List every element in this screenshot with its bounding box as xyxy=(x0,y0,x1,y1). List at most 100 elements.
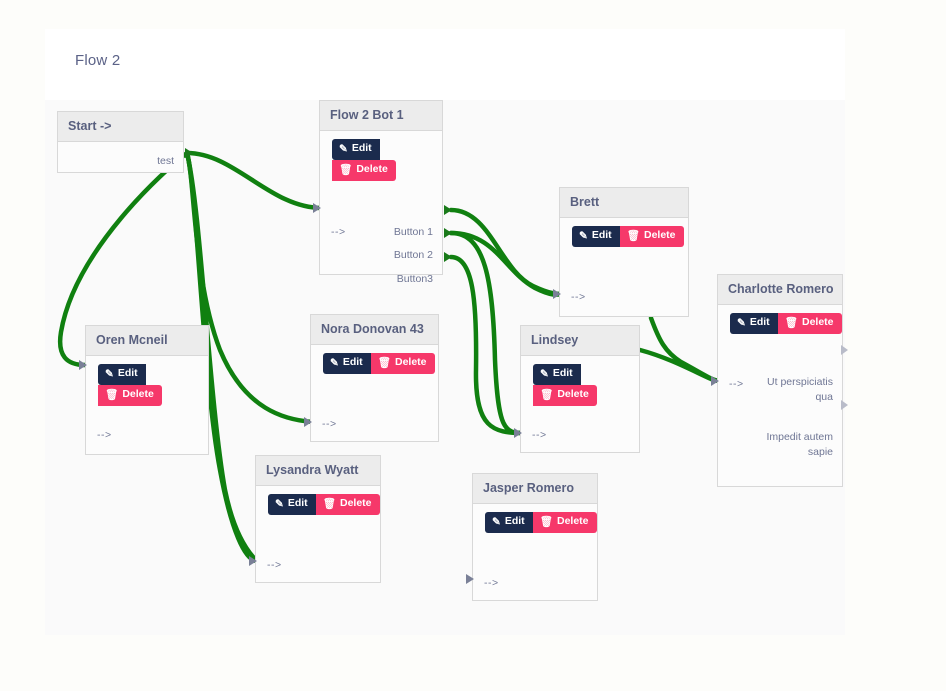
output-port-button-1[interactable]: Button 1 xyxy=(393,226,433,238)
node-body: ✎Edit 🗑 Delete --> xyxy=(560,218,688,322)
flow-canvas[interactable]: Start -> test Flow 2 Bot 1 ✎Edit🗑Delete … xyxy=(45,100,848,635)
edge-button3-to-lindsey xyxy=(448,254,526,436)
node-lindsey[interactable]: Lindsey ✎Edit🗑Delete --> xyxy=(520,325,640,453)
output-port-ut-perspiciatis[interactable]: Ut perspiciatis qua xyxy=(767,376,833,403)
input-port[interactable]: --> xyxy=(571,291,586,303)
node-body: ✎Edit🗑Delete --> xyxy=(256,486,380,588)
node-action-bar: ✎Edit🗑Delete xyxy=(256,494,380,515)
delete-button[interactable]: 🗑Delete xyxy=(533,385,597,406)
input-port[interactable]: --> xyxy=(322,418,337,430)
output-connector-button-1[interactable] xyxy=(444,205,452,215)
delete-button[interactable]: 🗑Delete xyxy=(370,353,435,374)
node-action-bar: ✎Edit🗑Delete xyxy=(473,512,597,533)
delete-button-label: Delete xyxy=(557,388,589,400)
edit-button[interactable]: ✎Edit xyxy=(572,226,620,247)
node-action-bar: ✎Edit🗑Delete xyxy=(311,353,438,374)
input-connector-brett[interactable] xyxy=(553,289,561,299)
trash-icon: 🗑 xyxy=(339,164,353,176)
pencil-square-icon: ✎ xyxy=(737,317,746,329)
edit-button[interactable]: ✎Edit xyxy=(98,364,146,385)
delete-button[interactable]: 🗑Delete xyxy=(98,385,162,406)
trash-icon: 🗑 xyxy=(539,516,553,528)
input-port[interactable]: --> xyxy=(484,577,499,589)
output-port-test[interactable]: test xyxy=(157,155,174,167)
pencil-square-icon: ✎ xyxy=(540,368,549,380)
edge-lindsey-to-charlotte xyxy=(637,347,723,384)
edit-button-label: Edit xyxy=(552,367,573,379)
edit-button[interactable]: ✎Edit xyxy=(332,139,380,160)
trash-icon: 🗑 xyxy=(626,230,640,242)
pencil-square-icon: ✎ xyxy=(339,143,348,155)
node-oren-mcneil[interactable]: Oren Mcneil ✎Edit🗑Delete --> xyxy=(85,325,209,455)
delete-button-label: Delete xyxy=(356,163,388,175)
node-title: Flow 2 Bot 1 xyxy=(320,101,442,131)
node-brett[interactable]: Brett ✎Edit 🗑 Delete --> xyxy=(559,187,689,317)
output-connector-ut-perspiciatis[interactable] xyxy=(841,345,848,355)
node-action-bar: ✎Edit 🗑 Delete xyxy=(560,226,688,247)
output-connector-button-2[interactable] xyxy=(444,228,452,238)
delete-button[interactable]: 🗑 Delete xyxy=(619,226,684,247)
output-port-button-3[interactable]: Button3 xyxy=(396,273,433,285)
node-title: Start -> xyxy=(58,112,183,142)
input-connector-lysandra-wyatt[interactable] xyxy=(249,556,257,566)
node-body: ✎Edit🗑Delete --> Ut perspiciatis qua Imp… xyxy=(718,305,842,492)
node-nora-donovan[interactable]: Nora Donovan 43 ✎Edit🗑Delete --> xyxy=(310,314,439,442)
edit-button[interactable]: ✎Edit xyxy=(323,353,371,374)
edge-brett-to-charlotte xyxy=(648,315,723,384)
edit-button-label: Edit xyxy=(342,356,363,368)
node-body: ✎Edit🗑Delete --> Button 1 Button 2 Butto… xyxy=(320,131,442,285)
node-flow2bot1[interactable]: Flow 2 Bot 1 ✎Edit🗑Delete --> Button 1 B… xyxy=(319,100,443,285)
trash-icon: 🗑 xyxy=(322,498,336,510)
input-connector-jasper-romero[interactable] xyxy=(466,574,474,584)
node-action-bar: ✎Edit🗑Delete xyxy=(718,313,842,334)
output-connector-button-3[interactable] xyxy=(444,252,452,262)
delete-button-label: Delete xyxy=(802,316,834,328)
pencil-square-icon: ✎ xyxy=(579,230,588,242)
input-port[interactable]: --> xyxy=(729,378,744,390)
output-connector-start-test[interactable] xyxy=(185,148,193,158)
input-connector-nora-donovan[interactable] xyxy=(304,417,312,427)
trash-icon: 🗑 xyxy=(540,389,554,401)
pencil-square-icon: ✎ xyxy=(275,498,284,510)
edit-button[interactable]: ✎Edit xyxy=(268,494,316,515)
edge-layer xyxy=(57,150,723,582)
edit-button-label: Edit xyxy=(504,515,525,527)
node-lysandra-wyatt[interactable]: Lysandra Wyatt ✎Edit🗑Delete --> xyxy=(255,455,381,583)
node-body: ✎Edit🗑Delete --> xyxy=(86,356,208,460)
trash-icon: 🗑 xyxy=(377,357,391,369)
node-jasper-romero[interactable]: Jasper Romero ✎Edit🗑Delete --> xyxy=(472,473,598,601)
node-charlotte-romero[interactable]: Charlotte Romero ✎Edit🗑Delete --> Ut per… xyxy=(717,274,843,487)
output-connector-impedit-autem[interactable] xyxy=(841,400,848,410)
edit-button[interactable]: ✎Edit xyxy=(730,313,778,334)
edge-button2-to-lindsey xyxy=(448,230,526,436)
output-port-button-2[interactable]: Button 2 xyxy=(393,249,433,261)
page-title: Flow 2 xyxy=(75,52,121,69)
node-body: ✎Edit🗑Delete --> xyxy=(311,345,438,447)
node-title: Brett xyxy=(560,188,688,218)
input-connector-oren-mcneil[interactable] xyxy=(79,360,87,370)
input-port[interactable]: --> xyxy=(331,226,346,238)
node-action-bar: ✎Edit🗑Delete xyxy=(521,364,639,406)
delete-button-label: Delete xyxy=(644,229,676,241)
input-port[interactable]: --> xyxy=(267,559,282,571)
input-connector-charlotte-romero[interactable] xyxy=(711,376,719,386)
edit-button-label: Edit xyxy=(591,229,612,241)
input-port[interactable]: --> xyxy=(97,429,112,441)
node-title: Oren Mcneil xyxy=(86,326,208,356)
node-action-bar: ✎Edit🗑Delete xyxy=(320,139,442,181)
delete-button[interactable]: 🗑Delete xyxy=(777,313,842,334)
node-body: ✎Edit🗑Delete --> xyxy=(521,356,639,458)
output-port-impedit-autem[interactable]: Impedit autem sapie xyxy=(766,431,833,458)
edit-button[interactable]: ✎Edit xyxy=(533,364,581,385)
input-port[interactable]: --> xyxy=(532,429,547,441)
edit-button[interactable]: ✎Edit xyxy=(485,512,533,533)
input-connector-lindsey[interactable] xyxy=(514,428,522,438)
pencil-square-icon: ✎ xyxy=(330,357,339,369)
delete-button[interactable]: 🗑Delete xyxy=(332,160,396,181)
delete-button[interactable]: 🗑Delete xyxy=(315,494,380,515)
input-connector-flow2bot1[interactable] xyxy=(313,203,321,213)
delete-button[interactable]: 🗑Delete xyxy=(532,512,597,533)
node-start[interactable]: Start -> test xyxy=(57,111,184,173)
node-body: ✎Edit🗑Delete --> xyxy=(473,504,597,606)
